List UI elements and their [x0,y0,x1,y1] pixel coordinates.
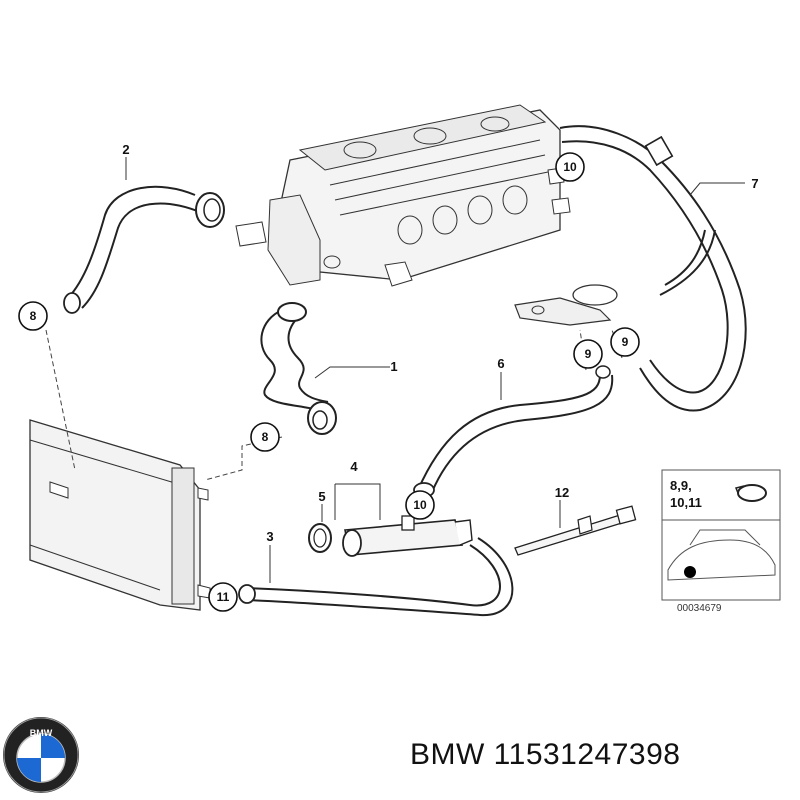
part-label-5: 5 [318,489,325,504]
part-label-6: 6 [497,356,504,371]
hose-1-drawing [260,302,337,435]
callout-8-lower: 8 [250,422,280,452]
part-label-7: 7 [751,176,758,191]
callout-10-upper: 10 [555,152,585,182]
bmw-logo-icon: BMW [3,717,79,793]
part-label-3: 3 [266,529,273,544]
hose-2-drawing [63,185,225,314]
inset-label-line1: 8,9, [670,478,692,493]
car-silhouette-icon [667,529,776,581]
valve-bracket-drawing [514,284,618,326]
callout-8-lower-text: 8 [262,430,269,444]
callout-11: 11 [208,582,238,612]
callout-11-text: 11 [217,590,230,604]
callout-9-right: 9 [610,327,640,357]
callout-10-lower-text: 10 [413,498,427,512]
inset-box: 8,9, 10,11 00034679 [661,469,781,614]
part-label-12: 12 [555,485,569,500]
callout-9-left-text: 9 [585,347,592,361]
callout-9-left: 9 [573,339,603,369]
bmw-logo-letters: BMW [30,728,53,738]
callout-9-right-text: 9 [622,335,629,349]
hose-3-drawing [238,537,514,617]
brand-and-part-number: BMW 11531247398 [410,738,680,772]
part-label-4: 4 [350,459,358,474]
hose-clamp-icon [734,484,767,502]
brand-name: BMW [410,738,485,771]
part-label-1: 1 [390,359,397,374]
radiator-drawing [29,419,211,611]
ring-5-drawing [308,523,332,553]
callout-8-upper-text: 8 [30,309,37,323]
pipe-4-drawing [342,515,473,557]
diagram-id-text: 00034679 [677,603,722,614]
hose-6-drawing [413,365,614,498]
callout-8-upper: 8 [18,301,48,331]
engine-block-drawing [235,104,571,287]
callout-10-lower: 10 [405,490,435,520]
hose-7-drawing [559,125,747,412]
inset-label-line2: 10,11 [670,495,702,510]
cable-tie-12-drawing [514,505,637,556]
callout-10-upper-text: 10 [563,160,577,174]
part-number: 11531247398 [493,738,681,771]
part-label-2: 2 [122,142,129,157]
